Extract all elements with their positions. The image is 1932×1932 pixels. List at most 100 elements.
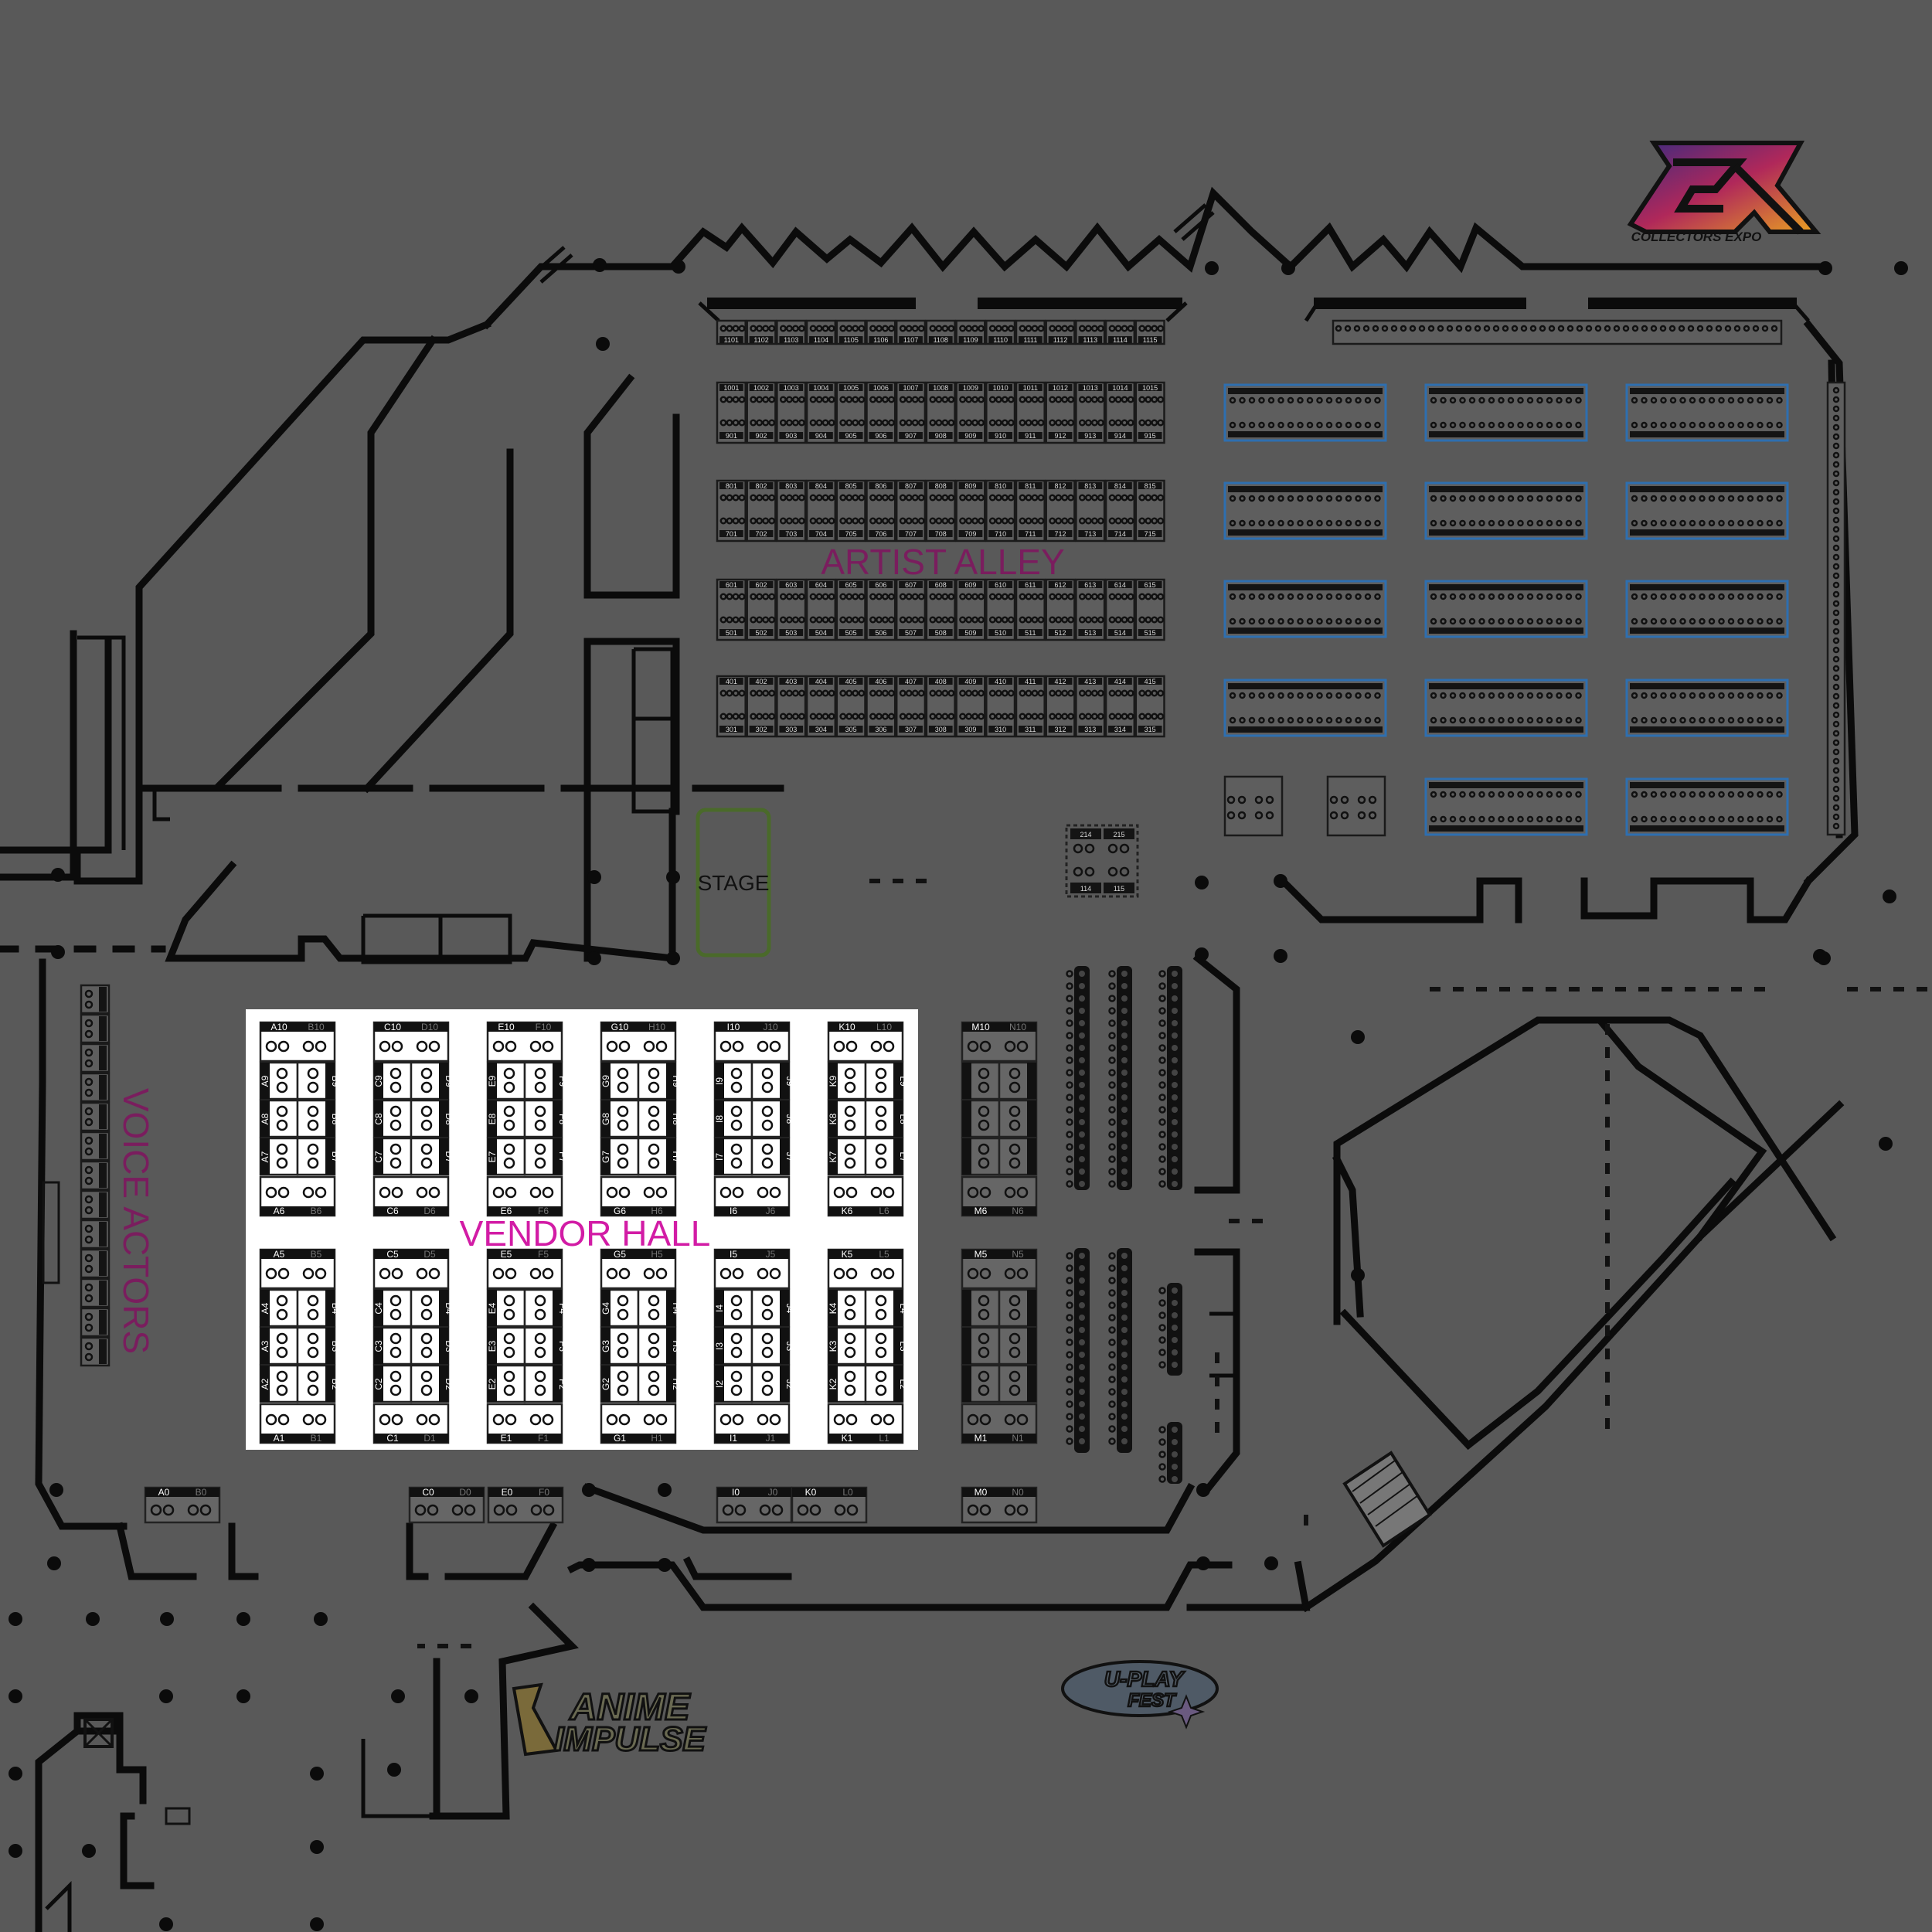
seat-marker bbox=[1355, 396, 1362, 404]
booth-label: 1109 bbox=[963, 336, 978, 344]
seat-marker bbox=[379, 1040, 391, 1053]
seat-marker bbox=[505, 1267, 517, 1280]
booth-number-plate bbox=[1429, 782, 1583, 788]
seat-marker bbox=[1345, 716, 1352, 724]
booth-number-plate bbox=[99, 987, 107, 1012]
seat-marker bbox=[1001, 689, 1009, 697]
seat-marker bbox=[1158, 1180, 1166, 1188]
seat-marker bbox=[917, 713, 925, 720]
booth-label: 603 bbox=[785, 581, 797, 589]
booth-number-plate bbox=[828, 1328, 838, 1364]
seat-marker bbox=[1078, 616, 1086, 624]
seat-marker bbox=[534, 1332, 546, 1345]
booth-number-plate bbox=[780, 1290, 789, 1326]
booth-number-plate bbox=[752, 1206, 789, 1216]
booth-number-plate bbox=[439, 1063, 448, 1099]
seat-marker bbox=[883, 1267, 895, 1280]
seat-marker bbox=[1066, 970, 1073, 978]
seat-marker bbox=[1459, 791, 1466, 798]
seat-marker bbox=[1049, 396, 1056, 403]
seat-marker bbox=[905, 713, 913, 720]
seat-marker bbox=[1832, 628, 1840, 635]
seat-marker bbox=[1459, 421, 1466, 429]
seat-marker bbox=[1464, 325, 1472, 332]
seat-marker bbox=[618, 1186, 631, 1199]
booth-number-plate bbox=[182, 1488, 219, 1497]
seat-marker bbox=[839, 494, 847, 502]
seat-marker bbox=[534, 1143, 546, 1155]
seat-marker bbox=[1277, 692, 1284, 699]
booth-number-plate bbox=[638, 1434, 675, 1443]
seat-marker bbox=[1239, 617, 1246, 625]
seat-marker bbox=[1364, 692, 1372, 699]
seat-marker bbox=[1776, 617, 1783, 625]
seat-marker bbox=[1689, 617, 1696, 625]
seat-marker bbox=[1478, 791, 1485, 798]
seat-marker bbox=[1066, 1264, 1073, 1272]
seat-marker bbox=[1483, 325, 1491, 332]
seat-marker bbox=[1556, 421, 1563, 429]
seat-marker bbox=[876, 689, 883, 697]
seat-marker bbox=[875, 1157, 887, 1169]
booth-number-plate bbox=[958, 384, 983, 391]
seat-marker bbox=[947, 616, 955, 624]
seat-marker bbox=[655, 1267, 668, 1280]
seat-marker bbox=[1121, 1156, 1128, 1162]
seat-marker bbox=[1757, 815, 1764, 823]
booth-label: 602 bbox=[756, 581, 767, 589]
seat-marker bbox=[84, 1029, 94, 1039]
seat-marker bbox=[1121, 1020, 1128, 1026]
seat-marker bbox=[1067, 593, 1075, 600]
booth-label: 1111 bbox=[1023, 336, 1037, 344]
seat-marker bbox=[1737, 593, 1744, 600]
seat-marker bbox=[1229, 519, 1236, 527]
seat-marker bbox=[844, 1081, 856, 1094]
seat-marker bbox=[265, 1040, 277, 1053]
seat-marker bbox=[967, 1413, 979, 1426]
booth-label: 912 bbox=[1055, 432, 1066, 440]
seat-marker bbox=[1727, 815, 1735, 823]
seat-marker bbox=[1114, 713, 1122, 720]
booth-number-plate bbox=[488, 1290, 497, 1326]
seat-marker bbox=[1009, 1067, 1021, 1080]
booth-number-plate bbox=[719, 726, 743, 733]
seat-marker bbox=[1478, 593, 1485, 600]
seat-marker bbox=[888, 616, 895, 624]
table-outline bbox=[1625, 777, 1789, 836]
seat-marker bbox=[785, 517, 793, 525]
seat-marker bbox=[1025, 494, 1032, 502]
booth-number-plate bbox=[601, 1206, 638, 1216]
booth-label: N10 bbox=[1009, 1022, 1026, 1032]
seat-marker bbox=[798, 494, 805, 502]
seat-marker bbox=[505, 1040, 517, 1053]
seat-marker bbox=[929, 517, 937, 525]
seat-marker bbox=[648, 1308, 660, 1321]
seat-marker bbox=[1478, 396, 1485, 404]
seat-marker bbox=[1526, 495, 1534, 502]
seat-marker bbox=[1004, 1413, 1016, 1426]
seat-marker bbox=[768, 713, 776, 720]
booth-number-plate bbox=[298, 1434, 335, 1443]
artist-alley-table-strip bbox=[1826, 381, 1846, 836]
seat-marker bbox=[1157, 325, 1165, 332]
seat-marker bbox=[979, 1186, 992, 1199]
booth-label: 1113 bbox=[1083, 336, 1097, 344]
booth-label: 609 bbox=[964, 581, 976, 589]
seat-marker bbox=[1297, 495, 1304, 502]
booth-label: 1002 bbox=[753, 384, 769, 392]
seat-marker bbox=[738, 593, 746, 600]
seat-marker bbox=[276, 1119, 288, 1131]
seat-marker bbox=[1757, 692, 1764, 699]
seat-marker bbox=[858, 689, 866, 697]
booth-label: D7 bbox=[444, 1151, 454, 1163]
seat-marker bbox=[1706, 325, 1713, 332]
seat-marker bbox=[1079, 1094, 1085, 1100]
booth-number-plate bbox=[260, 1063, 270, 1099]
seat-marker bbox=[882, 325, 889, 332]
booth-strip bbox=[1167, 966, 1182, 1190]
artist-alley-booth bbox=[1223, 775, 1284, 837]
seat-marker bbox=[779, 419, 787, 427]
booth-number-plate bbox=[780, 1138, 789, 1175]
seat-marker bbox=[1009, 1308, 1021, 1321]
